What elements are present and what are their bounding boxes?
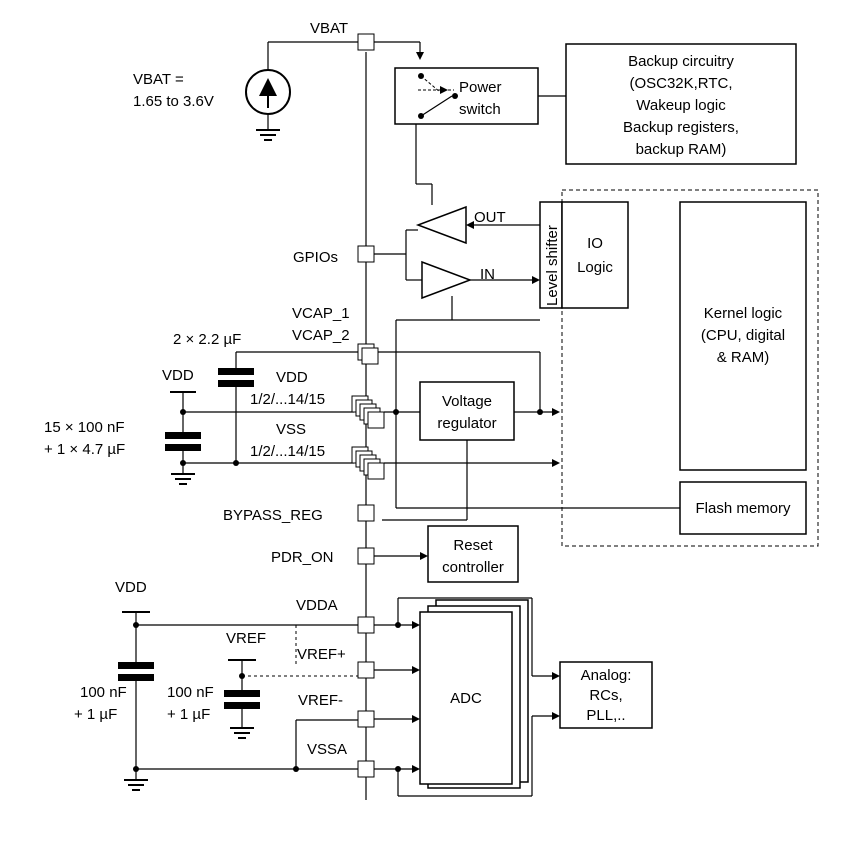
bypass-reg-pin	[357, 504, 375, 522]
io-logic-label-2: Logic	[577, 259, 613, 276]
pdr-on: PDR_ON	[271, 547, 428, 566]
vref-caps-label-2: + 1 µF	[167, 706, 210, 723]
reset-label-2: controller	[442, 559, 504, 576]
vssa-pin-label: VSSA	[307, 741, 347, 758]
power-switch-block: Power switch	[394, 67, 566, 205]
vdd-caps-label-2: + 1 × 4.7 µF	[44, 441, 125, 458]
vdd-decoupling: VDD 15 × 100 nF + 1 × 4.7 µF	[44, 367, 354, 485]
adc-block: ADC	[419, 599, 529, 789]
backup-line-2: (OSC32K,RTC,	[629, 75, 732, 92]
vss-pin-label: VSS	[276, 421, 306, 438]
io-logic-label-1: IO	[587, 235, 603, 252]
vcap-caps-label: 2 × 2.2 µF	[173, 331, 241, 348]
vdd-vss-pins: VDD 1/2/...14/15 VSS 1/2/...14/15	[250, 369, 560, 480]
level-shifter-label: Level shifter	[544, 225, 561, 306]
vbat-pin-label: VBAT	[310, 20, 348, 37]
vssa-pin	[357, 760, 375, 778]
kernel-label-1: Kernel logic	[704, 305, 783, 322]
vref-supply-label: VREF	[226, 630, 266, 647]
backup-title: Backup circuitry	[628, 53, 734, 70]
vdd-capacitor-icon	[165, 432, 201, 439]
gpios-pin	[357, 245, 375, 263]
vcap1-label: VCAP_1	[292, 305, 350, 322]
vcap-section: VCAP_1 VCAP_2 2 × 2.2 µF	[173, 305, 541, 466]
analog-label-3: PLL,..	[586, 707, 625, 724]
vdda-capacitor-icon	[118, 662, 154, 669]
vbat-range-value: 1.65 to 3.6V	[133, 93, 214, 110]
vcap-capacitor-icon	[218, 368, 254, 375]
analog-supply-section: VDD 100 nF + 1 µF VREF 100 nF + 1 µF	[74, 579, 560, 797]
vss-pin-stack	[351, 446, 385, 480]
vref-minus-pin	[357, 710, 375, 728]
vcap2-label: VCAP_2	[292, 327, 350, 344]
bypass-reg-label: BYPASS_REG	[223, 507, 323, 524]
vdda-supply-label: VDD	[115, 579, 147, 596]
pdr-on-pin	[357, 547, 375, 565]
vdd-ground-icon	[171, 473, 195, 485]
analog-block: Analog: RCs, PLL,..	[559, 661, 653, 729]
backup-line-4: Backup registers,	[623, 119, 739, 136]
vref-minus-pin-label: VREF-	[298, 692, 343, 709]
reset-controller-block: Reset controller	[427, 525, 519, 583]
input-buffer-icon	[421, 260, 473, 300]
vdd-caps-label-1: 15 × 100 nF	[44, 419, 124, 436]
voltage-regulator-block: Voltage regulator	[382, 381, 560, 521]
flash-memory-label: Flash memory	[695, 500, 791, 517]
vref-plus-pin-label: VREF+	[297, 646, 346, 663]
vref-plus-pin	[357, 661, 375, 679]
backup-line-5: backup RAM)	[636, 141, 727, 158]
backup-line-3: Wakeup logic	[636, 97, 726, 114]
vdd-pin-stack	[351, 395, 385, 429]
vdda-caps-label-2: + 1 µF	[74, 706, 117, 723]
ground-icon	[256, 129, 280, 141]
vdd-supply-label: VDD	[162, 367, 194, 384]
output-buffer-icon	[415, 205, 467, 245]
gpio-buffers: GPIOs OUT IN	[293, 205, 540, 508]
vdd-pin-range: 1/2/...14/15	[250, 391, 325, 408]
in-label: IN	[480, 266, 495, 283]
analog-label-1: Analog:	[581, 667, 632, 684]
power-switch-label-1: Power	[459, 79, 502, 96]
out-label: OUT	[474, 209, 506, 226]
vreg-label-2: regulator	[437, 415, 496, 432]
kernel-logic-block: Kernel logic (CPU, digital & RAM)	[679, 201, 807, 471]
pdr-on-label: PDR_ON	[271, 549, 334, 566]
vdd-pin-label: VDD	[276, 369, 308, 386]
vbat-pin	[357, 33, 375, 51]
vdda-ground-icon	[124, 779, 148, 791]
kernel-label-2: (CPU, digital	[701, 327, 785, 344]
power-switch-label-2: switch	[459, 101, 501, 118]
vbat-section: VBAT = 1.65 to 3.6V VBAT	[133, 20, 424, 141]
gpios-pin-label: GPIOs	[293, 249, 338, 266]
bypass-reg: BYPASS_REG	[223, 504, 375, 524]
vref-ground-icon	[230, 727, 254, 739]
vcap-pin-2	[361, 347, 379, 365]
core-domain-boundary	[561, 189, 819, 547]
vref-caps-label-1: 100 nF	[167, 684, 214, 701]
vdda-pin-label: VDDA	[296, 597, 338, 614]
vdda-pin	[357, 616, 375, 634]
flash-memory-block: Flash memory	[396, 481, 807, 535]
vref-capacitor-icon	[224, 690, 260, 697]
level-shifter-block: Level shifter	[539, 201, 563, 309]
reset-label-1: Reset	[453, 537, 493, 554]
io-logic-block: IO Logic	[561, 201, 629, 309]
vbat-range-label: VBAT =	[133, 71, 184, 88]
backup-circuitry-block: Backup circuitry (OSC32K,RTC, Wakeup log…	[565, 43, 797, 165]
vreg-label-1: Voltage	[442, 393, 492, 410]
adc-label: ADC	[450, 690, 482, 707]
vdda-caps-label-1: 100 nF	[80, 684, 127, 701]
kernel-label-3: & RAM)	[717, 349, 770, 366]
vss-pin-range: 1/2/...14/15	[250, 443, 325, 460]
analog-label-2: RCs,	[589, 687, 622, 704]
